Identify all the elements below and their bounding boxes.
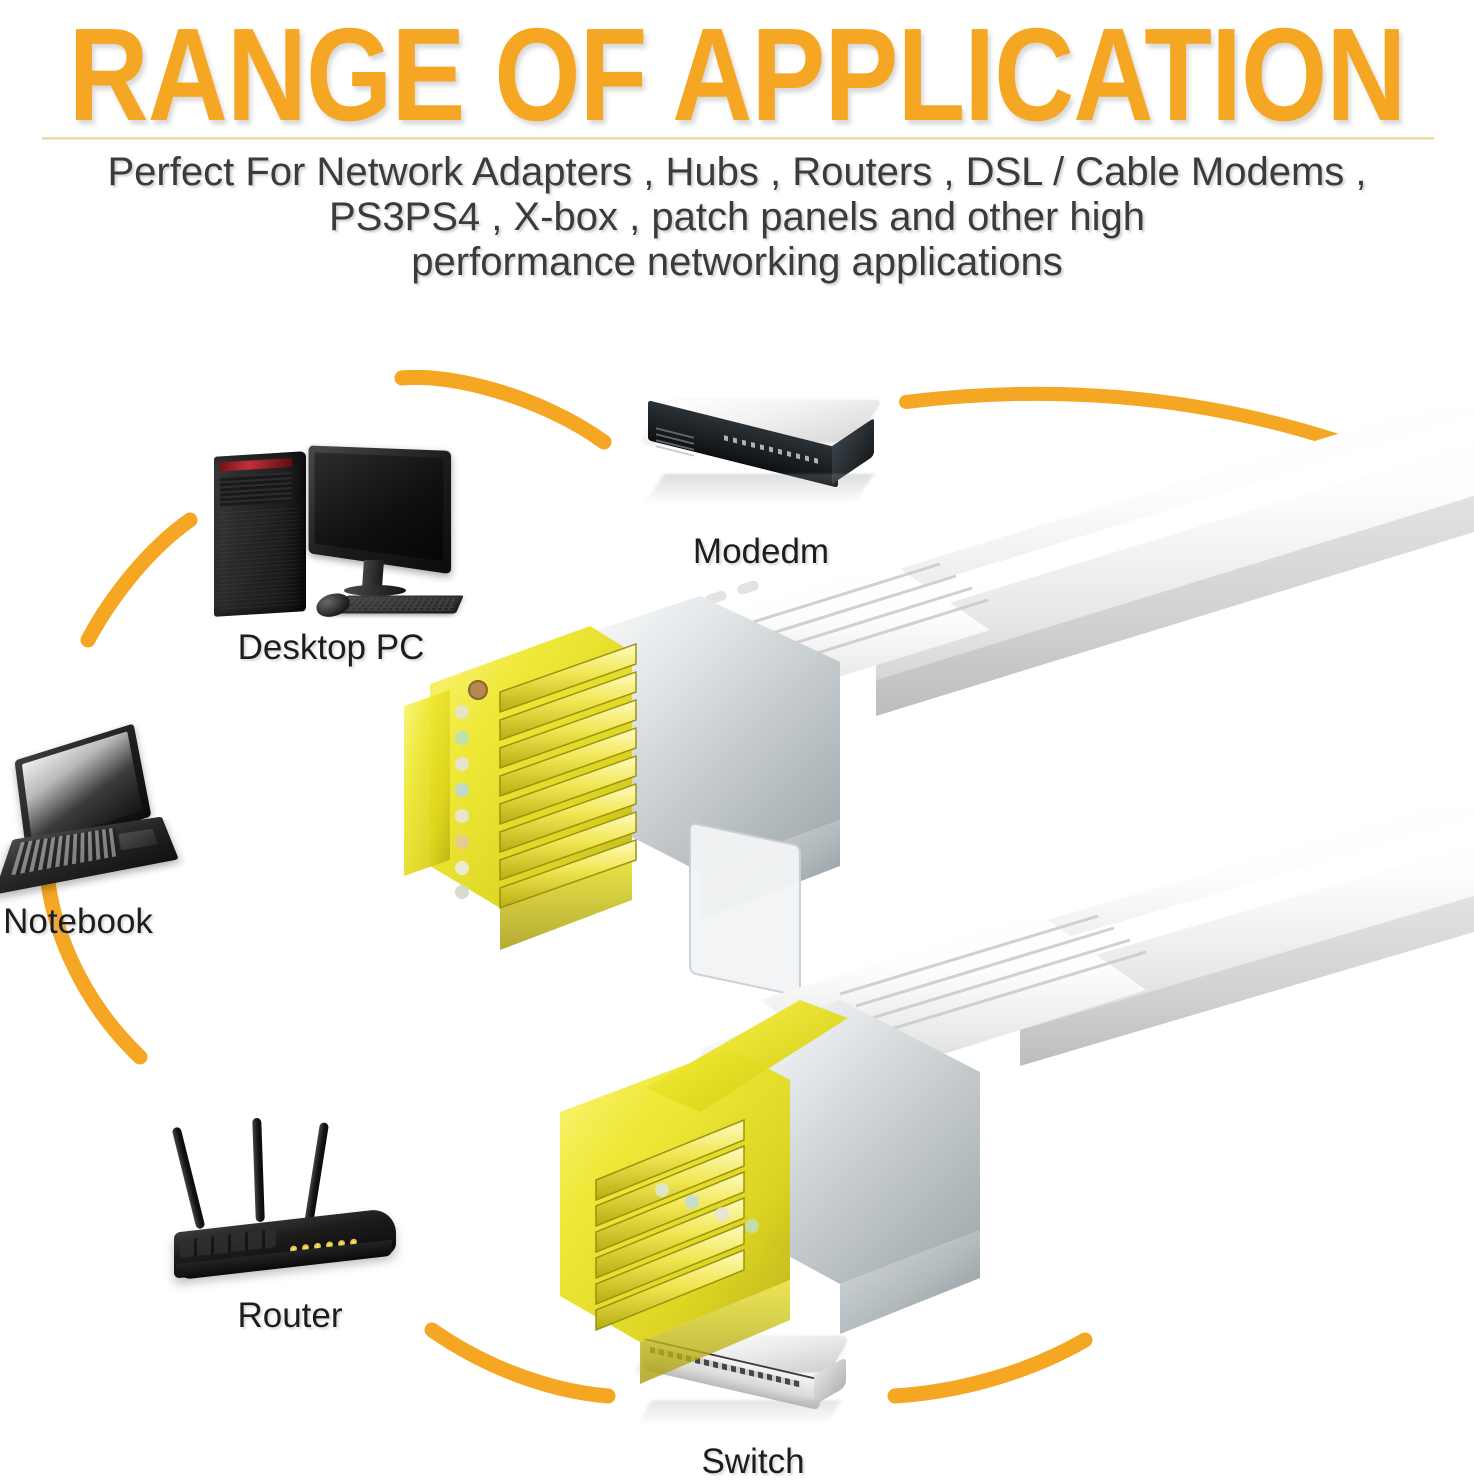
cable-lower [560, 794, 1474, 1384]
cable-upper-connector-shadow [500, 860, 632, 950]
subtitle-line-2: PS3PS4 , X-box , patch panels and other … [328, 195, 1146, 239]
cable-lower-highlight [1044, 818, 1474, 970]
cable-upper-latch [404, 690, 450, 876]
cable-upper-shield-panel [689, 822, 801, 996]
cable-lower-connector-shadow [640, 1280, 790, 1384]
header-divider [42, 137, 1434, 140]
diagram-label-router: Router [237, 1296, 343, 1335]
cable-lower-pin-group [595, 1118, 745, 1332]
diagram-label-notebook: Notebook [3, 902, 153, 941]
diagram-node-modem: Modedm [636, 380, 886, 580]
diagram-label-desktop: Desktop PC [237, 628, 425, 667]
cable-upper [404, 392, 1474, 996]
pc-base-shape [344, 585, 406, 596]
cable-upper-screw [468, 680, 488, 700]
cable-upper-jacket-edge [876, 496, 1474, 716]
header-banner: RANGE OF APPLICATION Perfect For Network… [0, 0, 1474, 300]
diagram-node-router: Router [160, 1100, 420, 1335]
cable-illustration [404, 392, 1474, 1384]
arc-segment-switch-right [887, 1332, 1093, 1404]
page-title: RANGE OF APPLICATION [68, 1, 1407, 150]
subtitle-line-3: performance networking applications [411, 240, 1063, 284]
cable-upper-pin-group [499, 642, 637, 910]
cable-upper-wire-dots [455, 705, 469, 899]
application-diagram: Desktop PC Modedm Notebook [0, 300, 1474, 1481]
cable-lower-wire-dots [655, 1183, 759, 1233]
diagram-node-desktop: Desktop PC [196, 432, 466, 667]
cable-lower-latch [646, 1000, 848, 1112]
header-subtitle: Perfect For Network Adapters , Hubs , Ro… [30, 150, 1444, 285]
diagram-label-modem: Modedm [692, 532, 830, 571]
diagram-node-notebook: Notebook [0, 723, 200, 941]
cable-lower-jacket-edge [1020, 896, 1474, 1066]
subtitle-line-1: Perfect For Network Adapters , Hubs , Ro… [107, 150, 1367, 194]
arc-segment-desktop-notebook [80, 512, 198, 648]
cable-upper-highlight [900, 416, 1474, 618]
arc-segment-router-switch [424, 1322, 616, 1404]
product-cable-group [0, 300, 1474, 1474]
arc-segment-modem-desktop [394, 369, 612, 450]
cable-lower-shield-side [840, 1230, 980, 1334]
